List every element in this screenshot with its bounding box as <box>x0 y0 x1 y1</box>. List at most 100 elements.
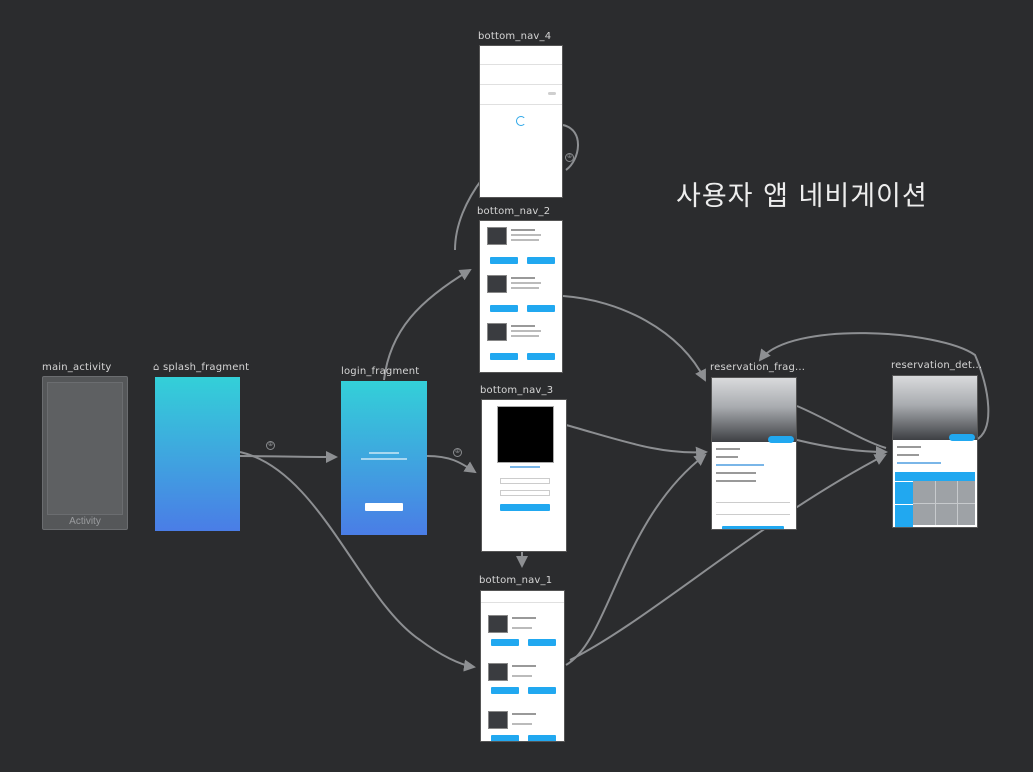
login-fragment-node[interactable] <box>341 381 427 535</box>
list-item[interactable] <box>486 701 559 741</box>
bottom-nav-1-node[interactable] <box>480 590 565 742</box>
toggle-switch[interactable] <box>548 92 556 95</box>
table-grid-line <box>913 503 975 504</box>
card-button[interactable] <box>528 735 556 741</box>
text-line <box>716 456 738 458</box>
text-line <box>511 229 535 231</box>
edge-login-to-bottom-nav-3[interactable] <box>426 455 477 474</box>
input-line[interactable] <box>716 502 790 503</box>
action-icon[interactable]: ⊕ <box>453 448 462 457</box>
edge-reservation-to-detail-b[interactable] <box>796 405 887 449</box>
room-photo <box>712 378 796 442</box>
text-line <box>897 454 919 456</box>
edge-splash-to-bottom-nav-1[interactable] <box>239 451 476 672</box>
text-line <box>716 480 756 482</box>
room-photo <box>893 376 977 440</box>
info-field <box>500 478 550 484</box>
login-text-line <box>369 452 399 454</box>
text-line <box>512 627 532 629</box>
activity-sublabel: Activity <box>69 516 101 527</box>
card-button[interactable] <box>491 639 519 646</box>
table-header <box>895 472 975 481</box>
list-item[interactable] <box>485 271 557 319</box>
card-button[interactable] <box>528 687 556 694</box>
card-button[interactable] <box>490 353 518 360</box>
edge-bottom-nav-1-to-detail[interactable] <box>569 454 887 661</box>
text-line <box>511 287 539 289</box>
text-line <box>511 282 541 284</box>
node-label-bottom-nav-4: bottom_nav_4 <box>478 31 552 42</box>
qr-image <box>497 406 554 463</box>
card-button[interactable] <box>527 305 555 312</box>
text-line <box>512 713 536 715</box>
node-label-bottom-nav-3: bottom_nav_3 <box>480 385 554 396</box>
text-line <box>512 665 536 667</box>
text-line <box>511 277 535 279</box>
list-item[interactable] <box>485 223 557 271</box>
diagram-title: 사용자 앱 네비게이션 <box>676 181 928 212</box>
text-line <box>716 448 740 450</box>
card-button[interactable] <box>491 687 519 694</box>
edge-bottom-nav-4-loop[interactable] <box>562 124 579 171</box>
table-row-header <box>895 504 913 527</box>
room-thumbnail <box>488 663 508 681</box>
text-line <box>897 446 921 448</box>
reservation-detail-node[interactable] <box>892 375 978 528</box>
node-label-bottom-nav-1: bottom_nav_1 <box>479 575 553 586</box>
node-label-reservation-fragment: reservation_frag... <box>710 362 806 373</box>
action-icon[interactable]: ⊕ <box>266 441 275 450</box>
text-line <box>716 472 756 474</box>
edge-reservation-to-detail[interactable] <box>796 439 888 458</box>
node-label-bottom-nav-2: bottom_nav_2 <box>477 206 551 217</box>
room-thumbnail <box>487 275 507 293</box>
action-button[interactable] <box>949 434 975 441</box>
main-activity-node[interactable]: Activity <box>42 376 128 530</box>
splash-fragment-node[interactable] <box>155 377 240 531</box>
card-button[interactable] <box>491 735 519 741</box>
card-button[interactable] <box>527 353 555 360</box>
edge-detail-to-reservation[interactable] <box>758 332 990 441</box>
room-thumbnail <box>488 711 508 729</box>
edge-bottom-nav-3-to-reservation[interactable] <box>565 424 708 459</box>
input-line[interactable] <box>716 514 790 515</box>
reservation-fragment-node[interactable] <box>711 377 797 530</box>
primary-button[interactable] <box>500 504 550 511</box>
login-button[interactable] <box>365 503 403 511</box>
card-button[interactable] <box>528 639 556 646</box>
text-line <box>716 464 764 466</box>
menu-row <box>480 64 562 65</box>
action-icon[interactable]: ⊕ <box>565 153 574 162</box>
text-line <box>511 239 539 241</box>
action-button[interactable] <box>768 436 794 443</box>
node-label-splash-fragment: ⌂ splash_fragment <box>153 362 249 373</box>
text-line <box>512 675 532 677</box>
card-button[interactable] <box>490 257 518 264</box>
reserve-button[interactable] <box>722 526 784 529</box>
bottom-nav-4-node[interactable] <box>479 45 563 198</box>
header-bar <box>481 591 564 603</box>
edge-login-to-bottom-nav-2[interactable] <box>383 268 472 381</box>
list-item[interactable] <box>486 653 559 701</box>
edge-bottom-nav-2-to-reservation[interactable] <box>562 295 706 382</box>
room-thumbnail <box>488 615 508 633</box>
card-button[interactable] <box>527 257 555 264</box>
list-item[interactable] <box>486 605 559 653</box>
node-label-main-activity: main_activity <box>42 362 112 373</box>
card-button[interactable] <box>490 305 518 312</box>
table-grid-line <box>935 481 936 525</box>
schedule-table <box>895 472 975 527</box>
list-item[interactable] <box>485 319 557 367</box>
edge-bottom-nav-1-to-reservation[interactable] <box>565 453 707 666</box>
loading-spinner-icon <box>516 116 526 126</box>
room-thumbnail <box>487 227 507 245</box>
edge-splash-to-login[interactable] <box>239 450 338 463</box>
node-label-login-fragment: login_fragment <box>341 366 420 377</box>
bottom-nav-2-node[interactable] <box>479 220 563 373</box>
table-grid-line <box>957 481 958 525</box>
table-row-header <box>895 481 913 504</box>
splash-label: splash_fragment <box>162 362 250 373</box>
bottom-nav-3-node[interactable] <box>481 399 567 552</box>
text-line <box>511 330 541 332</box>
menu-row <box>480 104 562 105</box>
node-label-reservation-detail: reservation_det... <box>891 360 983 371</box>
